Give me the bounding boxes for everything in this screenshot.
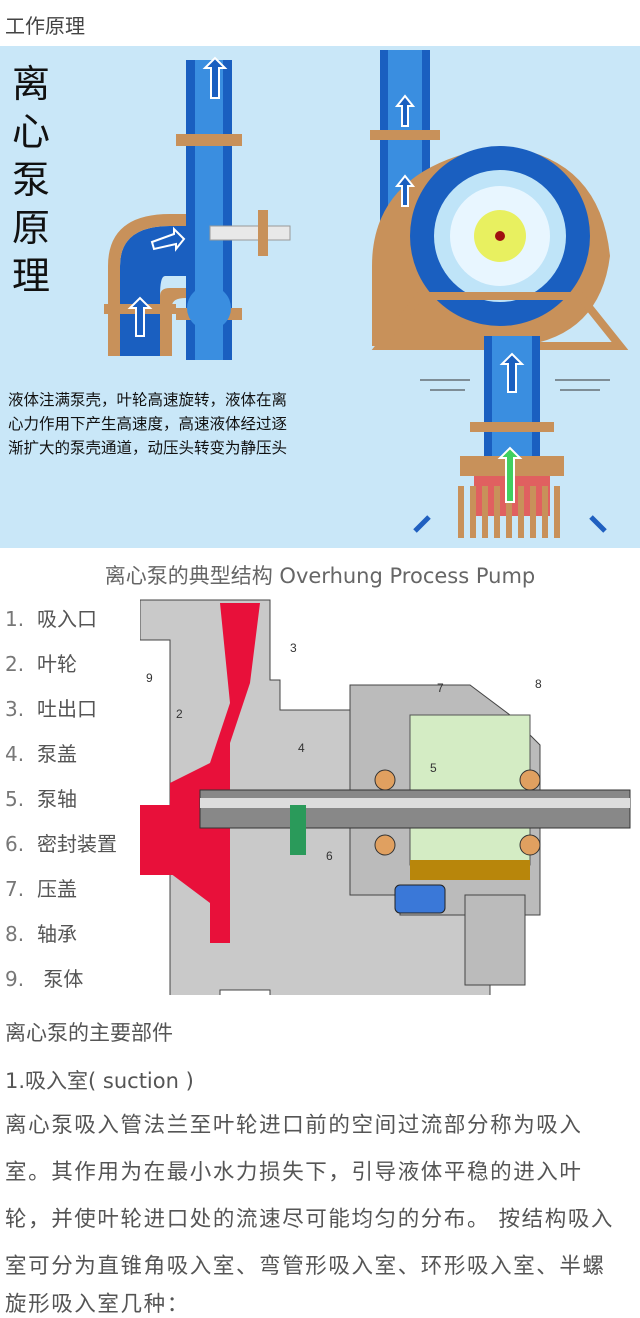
item-label: 泵盖 [37, 742, 77, 766]
description-line: 液体注满泵壳，叶轮高速旋转，液体在离 [8, 391, 288, 409]
paragraph-line: 离心泵吸入管法兰至叶轮进口前的空间过流部分称为吸入 [5, 1113, 583, 1138]
item-number: 4. [5, 742, 25, 766]
list-item: 9. 泵体 [5, 963, 83, 992]
callout-7: 7 [437, 681, 444, 695]
description-line: 心力作用下产生高速度，高速液体经过逐 [8, 415, 288, 433]
item-number: 7. [5, 877, 25, 901]
pump-diagram-graphic [104, 50, 629, 538]
item-label: 轴承 [37, 922, 77, 946]
pump-cross-section-drawing: 3 9 2 4 7 8 5 6 [140, 599, 631, 995]
principle-description: 液体注满泵壳，叶轮高速旋转，液体在离 心力作用下产生高速度，高速液体经过逐 渐扩… [8, 388, 287, 460]
item-number: 3. [5, 697, 25, 721]
item-number: 9. [5, 967, 25, 991]
callout-6: 6 [326, 849, 333, 863]
callout-3: 3 [290, 641, 297, 655]
description-line: 渐扩大的泵壳通道，动压头转变为静压头 [8, 439, 288, 457]
item-number: 6. [5, 832, 25, 856]
callout-9: 9 [146, 671, 153, 685]
paragraph-line: 旋形吸入室几种： [5, 1292, 190, 1317]
item-label: 密封装置 [37, 832, 117, 856]
item-label: 吐出口 [37, 697, 97, 721]
structure-heading: 离心泵的典型结构 Overhung Process Pump [104, 564, 536, 588]
callout-8: 8 [535, 677, 542, 691]
list-item: 8. 轴承 [5, 918, 77, 947]
pump-principle-illustration: 离心泵原理 液体注满泵壳，叶轮高速旋转，液体在离 心力作用下产生高速度，高速液体… [0, 46, 640, 548]
callout-5: 5 [430, 761, 437, 775]
list-item: 1. 吸入口 [5, 603, 97, 632]
item-label: 泵体 [37, 967, 84, 991]
paragraph-line: 室可分为直锥角吸入室、弯管形吸入室、环形吸入室、半螺 [5, 1254, 606, 1279]
list-item: 5. 泵轴 [5, 783, 77, 812]
callout-4: 4 [298, 741, 305, 755]
section-heading: 离心泵的主要部件 [5, 1021, 173, 1045]
subsection-heading: 1.吸入室( suction ) [5, 1069, 194, 1093]
vertical-title: 离心泵原理 [12, 62, 51, 298]
paragraph-line: 轮，并使叶轮进口处的流速尽可能均匀的分布。 按结构吸入 [5, 1207, 615, 1232]
item-label: 压盖 [37, 877, 77, 901]
right-pump-drawing [370, 50, 629, 538]
item-label: 吸入口 [37, 607, 97, 631]
list-item: 2. 叶轮 [5, 648, 77, 677]
left-pump-drawing [104, 56, 291, 360]
list-item: 3. 吐出口 [5, 693, 97, 722]
item-number: 5. [5, 787, 25, 811]
item-number: 8. [5, 922, 25, 946]
callout-2: 2 [176, 707, 183, 721]
list-item: 4. 泵盖 [5, 738, 77, 767]
item-label: 叶轮 [37, 652, 77, 676]
item-label: 泵轴 [37, 787, 77, 811]
list-item: 6. 密封装置 [5, 828, 117, 857]
item-number: 1. [5, 607, 25, 631]
list-item: 7. 压盖 [5, 873, 77, 902]
item-number: 2. [5, 652, 25, 676]
section-title: 工作原理 [5, 14, 85, 38]
paragraph-line: 室。其作用为在最小水力损失下，引导液体平稳的进入叶 [5, 1160, 583, 1185]
